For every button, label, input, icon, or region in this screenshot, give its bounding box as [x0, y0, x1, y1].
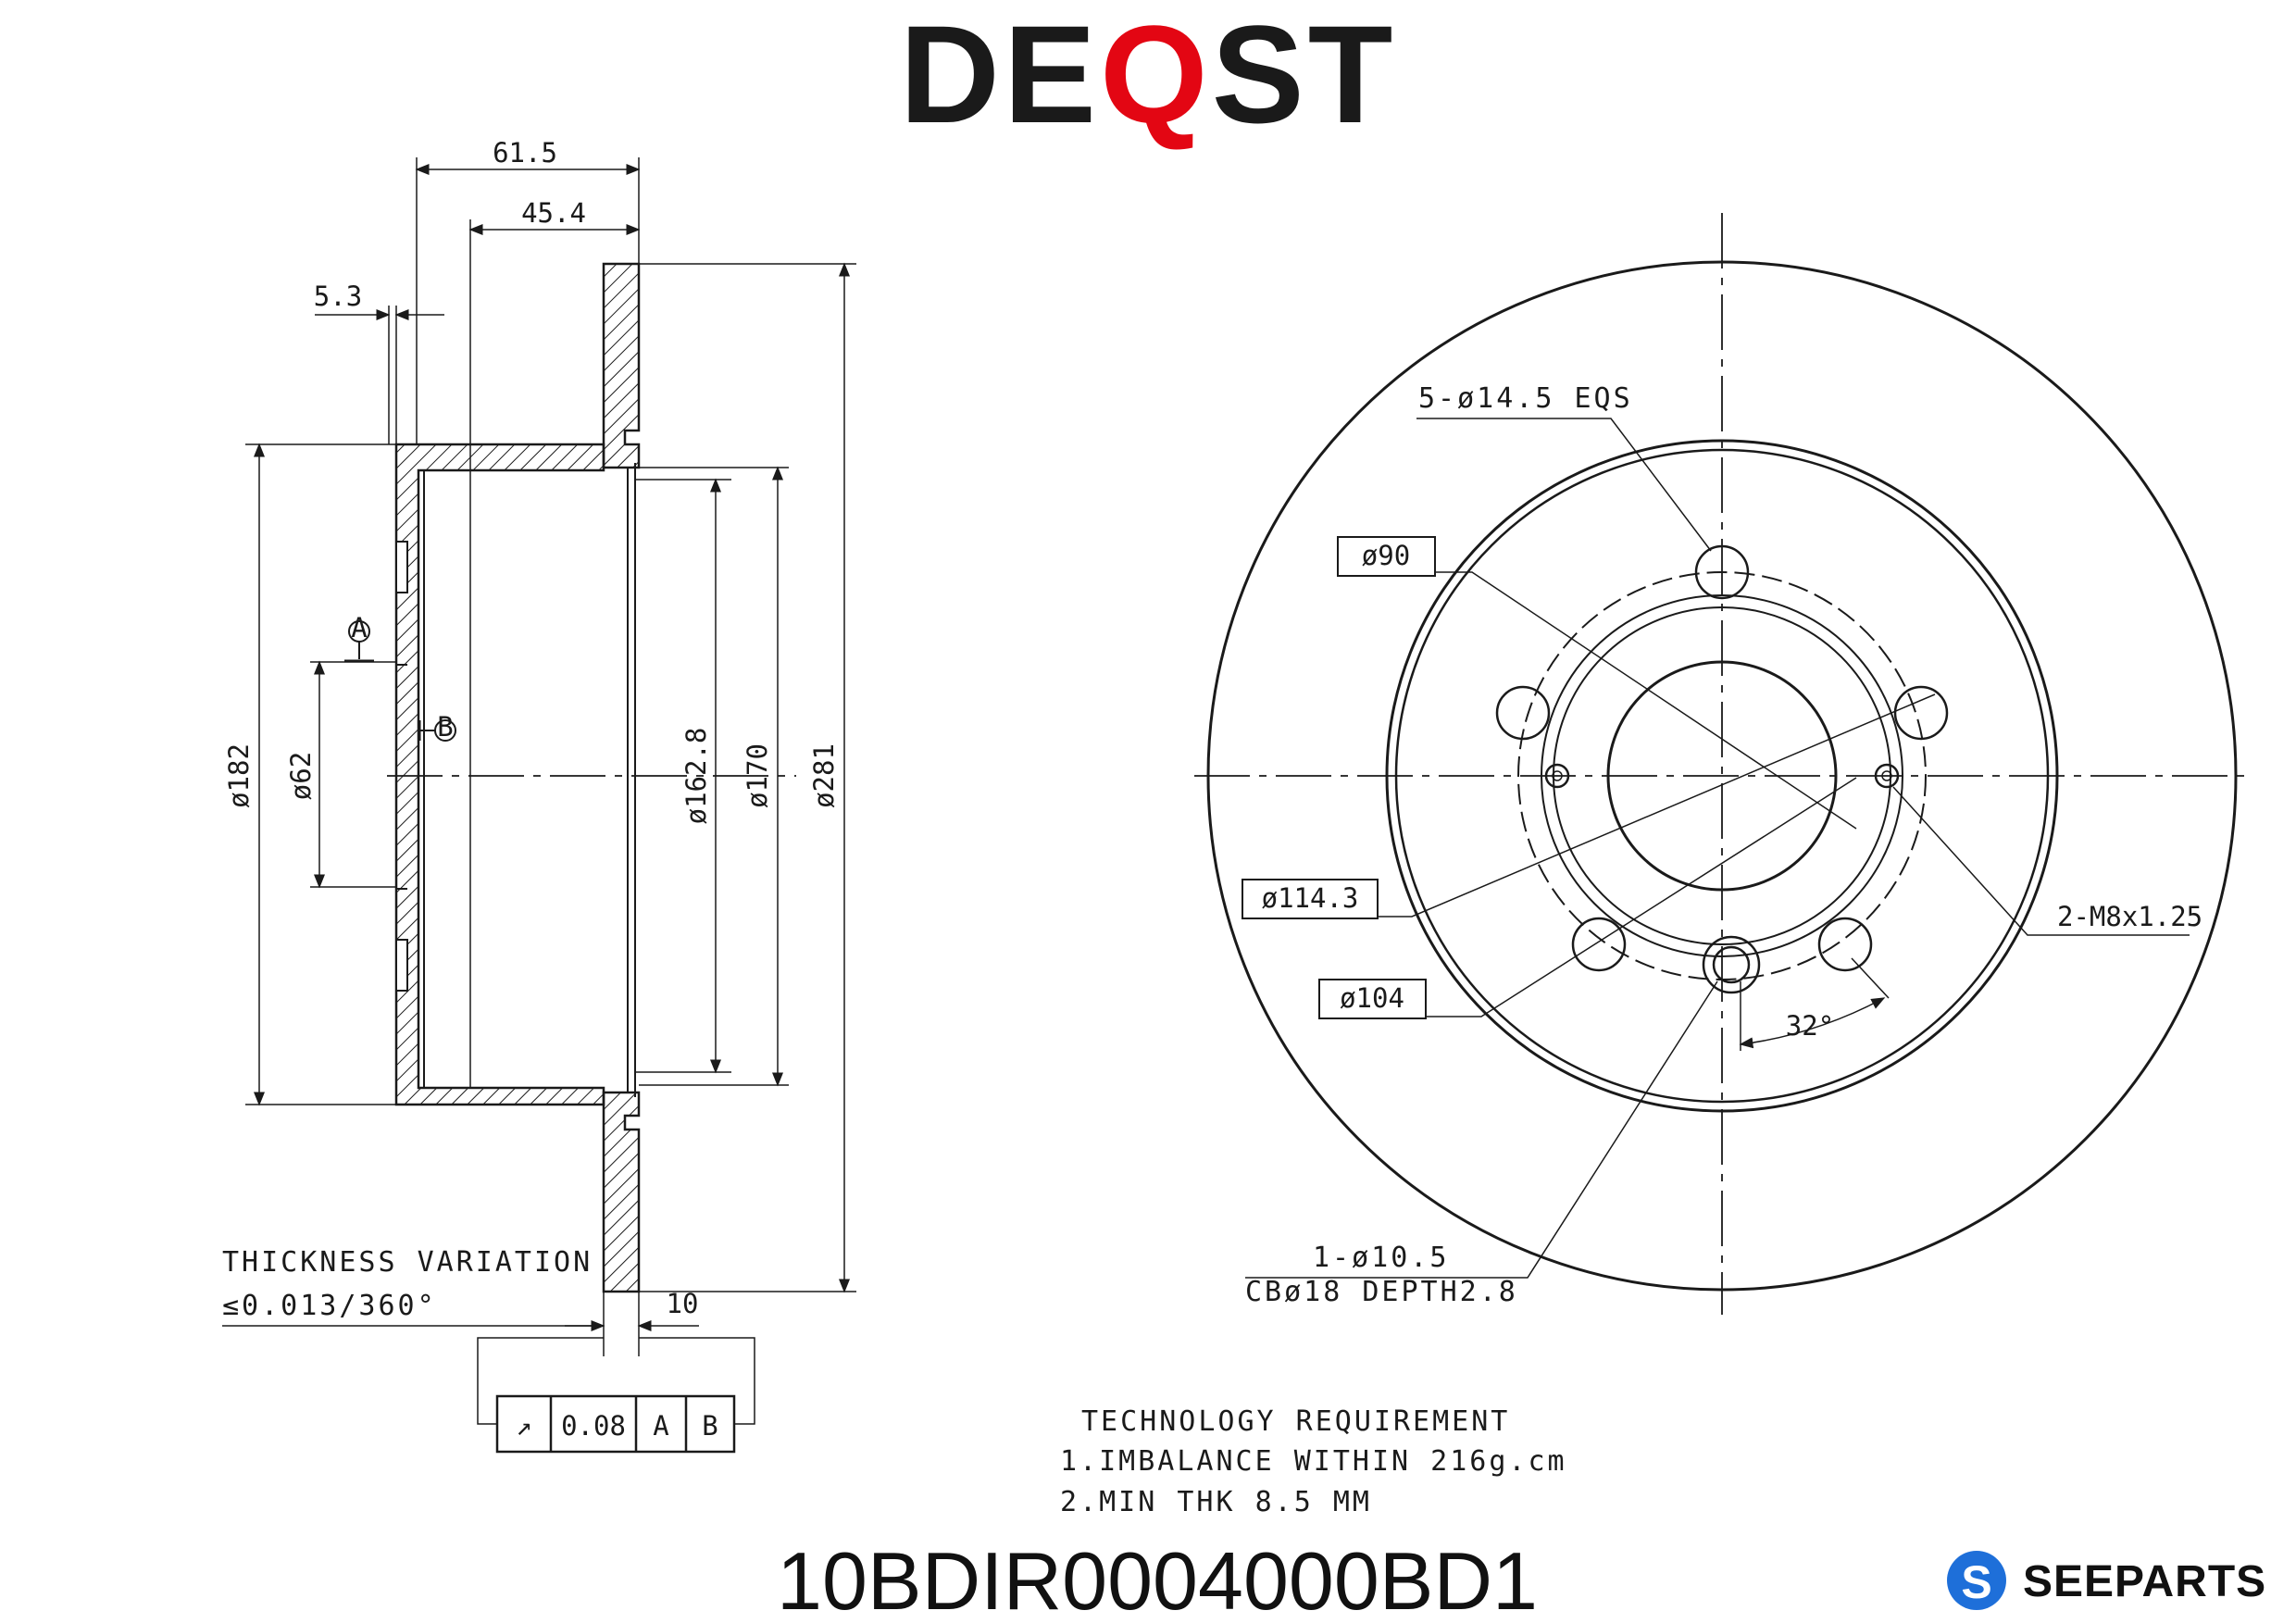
dim-d281: ø281	[808, 743, 840, 808]
hat-section	[394, 443, 605, 1106]
dim-hat-depth: 45.4	[521, 197, 586, 229]
callout-locator-hole: 1-ø10.5	[1313, 1242, 1449, 1274]
callout-d114-3: ø114.3	[1262, 882, 1359, 914]
dim-hat-wall: 5.3	[314, 281, 362, 312]
tech-line-2: 2.MIN THK 8.5 MM	[1060, 1486, 1372, 1518]
seeparts-label: SEEPARTS	[2023, 1557, 2266, 1606]
bolt-hole	[1694, 544, 1750, 600]
dim-d182: ø182	[223, 743, 255, 808]
disc-face-top	[602, 262, 641, 469]
locator-hole	[1702, 935, 1761, 994]
front-view: 5-ø14.5 EQS ø90 ø114.3 ø104 2-M8x1.25 32…	[1194, 213, 2245, 1315]
dim-disc-thickness: 10	[667, 1288, 699, 1319]
runout-ref-b: B	[702, 1410, 718, 1442]
seeparts-logo: S SEEPARTS	[1947, 1551, 2266, 1610]
callout-bolt-holes: 5-ø14.5 EQS	[1418, 382, 1633, 415]
tech-line-1: 1.IMBALANCE WITHIN 216g.cm	[1060, 1445, 1567, 1478]
callout-d90: ø90	[1362, 540, 1410, 571]
outer-disc	[1206, 260, 2238, 1292]
brand-logo: DEQST	[900, 0, 1397, 152]
callout-angle: 32°	[1786, 1010, 1834, 1042]
disc-face-bottom	[602, 1091, 641, 1293]
tech-title: TECHNOLOGY REQUIREMENT	[1081, 1405, 1510, 1438]
datum-a-label: A	[351, 612, 367, 643]
feature-control-frame: ↗ 0.08 A B	[495, 1394, 736, 1454]
thread-hole	[1544, 763, 1570, 789]
bolt-hole	[1571, 917, 1627, 972]
side-section-view: 61.5 45.4 5.3 ø182 ø62 ø162.8 ø170 ø281 …	[222, 137, 856, 1454]
dim-d170: ø170	[742, 743, 773, 808]
seeparts-logo-icon	[1947, 1551, 2006, 1610]
callout-counterbore: CBø18 DEPTH2.8	[1245, 1276, 1518, 1308]
thread-hole	[1874, 763, 1900, 789]
part-number: 10BDIR0004000BD1	[777, 1535, 1538, 1623]
runout-value: 0.08	[561, 1410, 626, 1442]
bolt-hole	[1817, 917, 1873, 972]
runout-symbol: ↗	[516, 1410, 531, 1442]
dim-d62: ø62	[285, 752, 317, 800]
seeparts-logo-letter: S	[1961, 1556, 1991, 1608]
datum-b-label: B	[437, 711, 453, 743]
thickness-variation-title: THICKNESS VARIATION	[222, 1246, 593, 1279]
bolt-hole	[1893, 685, 1949, 741]
thickness-variation-value: ≤0.013/360°	[222, 1290, 437, 1322]
dim-d162-8: ø162.8	[680, 728, 712, 825]
bolt-hole	[1495, 685, 1551, 741]
callout-d104: ø104	[1340, 982, 1404, 1014]
dim-overall-height: 61.5	[493, 137, 557, 169]
callout-threads: 2-M8x1.25	[2057, 901, 2202, 932]
runout-ref-a: A	[653, 1410, 668, 1442]
brand-logo-accent: Q	[1100, 0, 1212, 152]
technology-requirement: TECHNOLOGY REQUIREMENT 1.IMBALANCE WITHI…	[1060, 1405, 1567, 1518]
hat-outer	[1385, 439, 2059, 1113]
center-bore	[1606, 660, 1838, 892]
